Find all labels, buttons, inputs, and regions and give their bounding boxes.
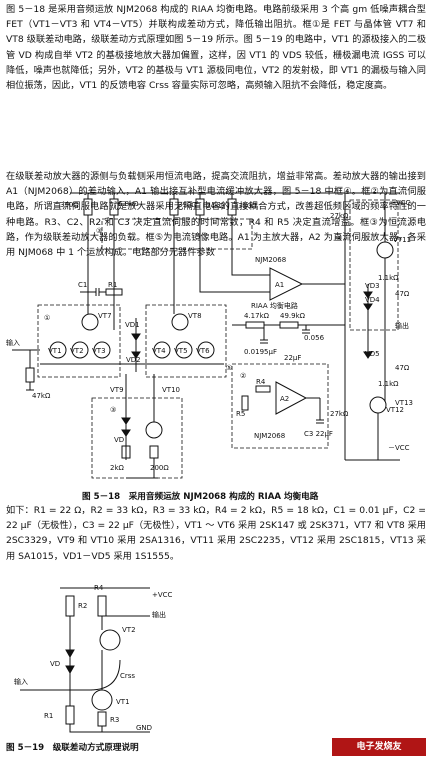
label-24k: 24kΩ [206,202,225,210]
f2-label-r3: R3 [110,716,119,724]
f2-label-r2: R2 [78,602,87,610]
f2-label-in: 输入 [14,677,28,686]
label-vt7: VT7 [98,312,112,320]
label-r5: R5 [236,410,245,418]
label-390a: 390Ω [60,201,79,209]
label-box5: ⑤ [226,364,232,372]
label-27k-b: 27kΩ [330,410,349,418]
watermark-logo: 电子发烧友 elecfans.com [332,738,426,770]
label-390c: 390Ω [238,202,257,210]
label-r4: R4 [256,378,266,386]
figure-5-18-schematic: 390Ω 6.8kΩ 390Ω 24kΩ 390Ω ③ NJM2068 A1 R… [6,192,413,479]
f2-label-crss: Crss [120,672,135,680]
f2-transistor-vt1 [91,689,113,711]
label-00195: 0.0195μF [244,348,277,356]
label-vd1: VD1 [125,321,140,329]
label-c1: C1 [78,281,87,289]
label-vt3: VT3 [92,347,106,355]
label-47a: 47Ω [395,290,410,298]
label-vt10: VT10 [162,386,180,394]
f2-label-vcc: +VCC [152,591,173,599]
label-vd5: VD5 [365,350,380,358]
label-r1: R1 [108,281,117,289]
label-box1: ① [44,314,50,322]
label-vt6: VT6 [196,347,210,355]
caption-figure-5-18: 图 5－18 采用音频运放 NJM2068 构成的 RIAA 均衡电路 [82,492,319,502]
transistor-vt7 [81,313,99,331]
label-input: 输入 [6,338,20,347]
label-vd-box3: VD [114,436,124,444]
label-vt8: VT8 [188,312,202,320]
label-box3-lower: ③ [110,406,116,414]
label-vcc-neg: －VCC [388,444,410,452]
label-47b: 47Ω [395,364,410,372]
label-vt12: VT12 [386,406,404,414]
f2-label-vt1: VT1 [116,698,130,706]
f2-label-r4: R4 [94,584,104,592]
opamp-a1 [269,267,304,301]
label-vt11: VT11 [393,236,411,244]
label-vt2: VT2 [70,347,84,355]
transistor-vt8 [171,313,189,331]
label-68k: 6.8kΩ [118,200,139,208]
label-vd2: VD2 [126,356,141,364]
label-22u-a: 22μF [284,354,301,362]
label-box4: ④ [336,234,342,242]
f2-label-vd: VD [50,660,60,668]
f2-label-out: 输出 [152,610,166,619]
caption-figure-5-19: 图 5－19 级联差动方式原理说明 [6,743,139,753]
label-output: 输出 [395,321,409,330]
label-vt4: VT4 [152,347,166,355]
f2-transistor-vt2 [99,629,121,651]
label-box3: ③ [96,227,102,235]
f2-label-r1: R1 [44,712,53,720]
opamp-a2 [275,381,308,415]
label-c3: C3 22μF [304,430,333,438]
label-vcc-pos: +VCC [390,199,411,207]
label-vt9: VT9 [110,386,124,394]
paragraph-parameters: 如下：R1 = 22 Ω，R2 = 33 kΩ，R3 = 33 kΩ，R4 = … [6,505,426,562]
label-njm-bot: NJM2068 [254,432,285,440]
label-11k-a: 1.1kΩ [378,274,399,282]
label-njm-top: NJM2068 [255,256,286,264]
label-vt13: VT13 [395,399,413,407]
label-a2: A2 [280,395,289,403]
label-vd3: VD3 [365,282,380,290]
label-2k: 2kΩ [110,464,125,472]
label-390b: 390Ω [178,201,197,209]
label-0056: 0.056 [304,334,325,342]
label-417k: 4.17kΩ [244,312,270,320]
label-vt1: VT1 [48,347,62,355]
label-box2: ② [240,372,246,380]
label-47k: 47kΩ [32,392,51,400]
paragraph-intro: 图 5－18 是采用音频运放 NJM2068 构成的 RIAA 均衡电路。电路前… [6,4,426,92]
label-499k: 49.9kΩ [280,312,306,320]
paragraph-description: 在级联差动放大器的源侧与负载侧采用恒流电路，提高交流阻抗，增益非常高。差动放大器… [6,171,426,259]
label-riaa: RIAA 均衡电路 [251,301,298,310]
label-11k-b: 1.1kΩ [378,380,399,388]
f2-label-vt2: VT2 [122,626,136,634]
label-27k-a: 27kΩ [330,212,349,220]
label-200: 200Ω [150,464,169,472]
label-vt5: VT5 [174,347,188,355]
label-a1: A1 [275,281,284,289]
f2-label-gnd: GND [136,724,152,732]
label-vd4: VD4 [365,296,380,304]
